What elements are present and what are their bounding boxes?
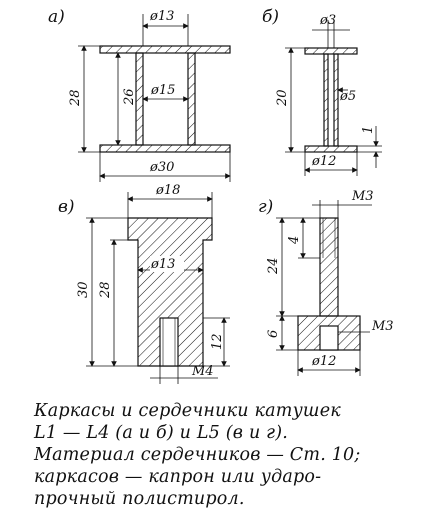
caption-line-3: Материал сердечников — Ст. 10; [34, 445, 361, 465]
thread-hole [159, 317, 179, 367]
dim-g-base-height: 6 [266, 330, 281, 338]
dim-g-thread-bottom: M3 [371, 319, 394, 334]
dim-a-base: ø30 [149, 160, 174, 175]
dim-b-top: ø3 [319, 13, 336, 28]
panel-g-label: г) [258, 197, 273, 217]
panel-a-label: а) [48, 7, 65, 27]
caption-line-5: прочный полистирол. [34, 489, 245, 509]
panel-v: в) ø18 ø13 30 28 12 M4 [58, 183, 230, 384]
right-wall [333, 53, 339, 147]
dim-v-top: ø18 [155, 183, 180, 198]
left-wall [135, 52, 144, 146]
dim-b-base: ø12 [311, 154, 336, 169]
dim-v-thread: M4 [191, 364, 214, 379]
dim-b-height: 20 [275, 89, 290, 107]
coil-drawings: а) ø13 ø15 28 26 ø30 б) [48, 7, 394, 384]
left-wall [323, 53, 329, 147]
caption-line-2: L1 — L4 (а и б) и L5 (в и г). [34, 423, 289, 443]
dim-v-thread-depth: 12 [210, 333, 225, 350]
base-hole [319, 325, 339, 351]
panel-b: б) ø3 ø5 20 1 ø12 [262, 7, 382, 176]
dim-g-rod-height: 24 [266, 257, 281, 275]
dim-v-height-inner: 28 [98, 281, 113, 299]
figure-caption: Каркасы и сердечники катушек L1 — L4 (а … [34, 400, 424, 510]
panel-a: а) ø13 ø15 28 26 ø30 [48, 7, 231, 182]
right-wall [187, 52, 196, 146]
panel-v-label: в) [58, 197, 75, 217]
dim-v-inner: ø13 [150, 257, 175, 272]
dim-b-diameter: ø5 [339, 89, 356, 104]
panel-b-label: б) [262, 7, 279, 27]
caption-line-4: каркасов — капрон или ударо- [34, 467, 322, 487]
panel-g: г) M3 4 24 6 M3 ø12 [258, 189, 394, 376]
dim-a-inner: ø15 [150, 83, 175, 98]
dim-g-thread-len: 4 [287, 236, 302, 245]
caption-line-1: Каркасы и сердечники катушек [34, 401, 341, 421]
dim-g-thread-top: M3 [351, 189, 374, 204]
dim-v-height-outer: 30 [76, 281, 91, 298]
dim-b-flange: 1 [361, 126, 376, 134]
top-flange [304, 47, 358, 55]
dim-g-base: ø12 [311, 354, 336, 369]
dim-a-height-outer: 28 [68, 89, 83, 107]
bottom-flange [99, 144, 231, 153]
dim-a-top: ø13 [149, 9, 174, 24]
dim-a-height-inner: 26 [122, 88, 137, 106]
top-flange [99, 45, 231, 54]
bottom-flange [304, 145, 358, 153]
